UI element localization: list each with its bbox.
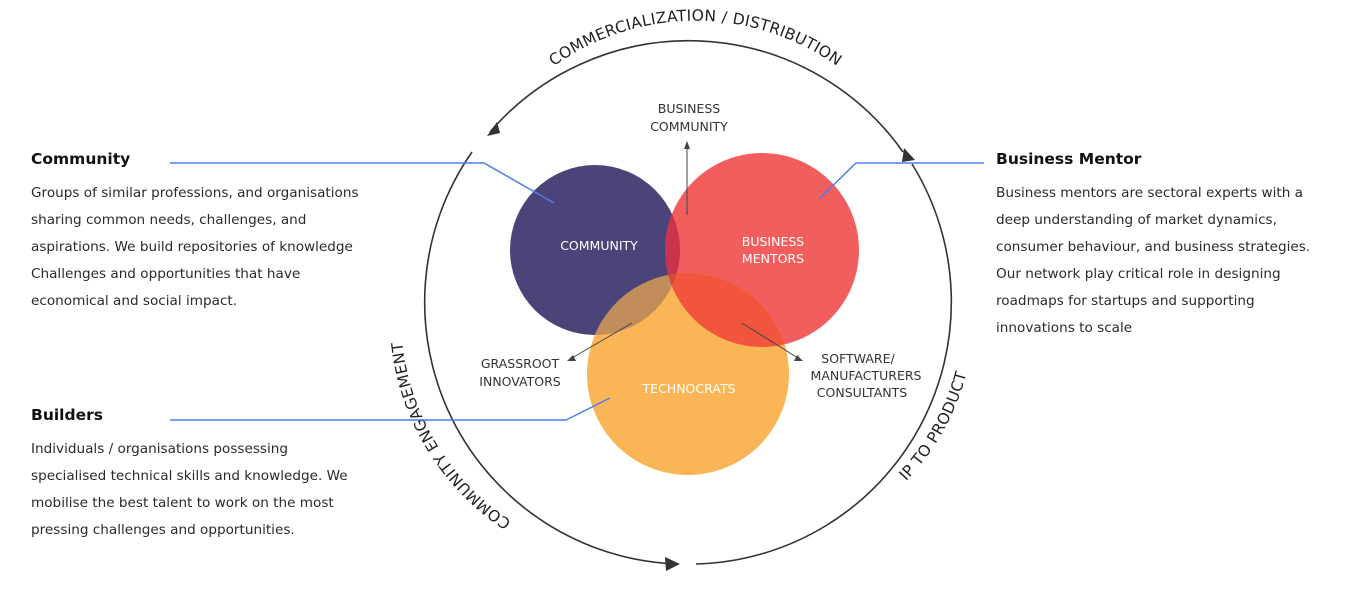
ring-arrowheads bbox=[487, 122, 915, 571]
business-mentor-panel-line-6: innovations to scale bbox=[996, 320, 1133, 336]
business-mentor-panel-line-3: consumer behaviour, and business strateg… bbox=[996, 239, 1311, 255]
arrowhead-right bbox=[902, 148, 915, 162]
intersection-left-line1: GRASSROOT bbox=[481, 356, 560, 371]
business-mentor-panel: Business Mentor Business mentors are sec… bbox=[996, 150, 1351, 342]
ring-arc-left bbox=[423, 151, 677, 565]
outer-ring bbox=[423, 39, 953, 565]
pointer-right-head bbox=[794, 355, 803, 361]
connector-lines bbox=[170, 162, 984, 421]
intersection-top-line1: BUSINESS bbox=[658, 101, 721, 116]
intersection-pointers bbox=[567, 141, 803, 361]
community-panel-line-2: sharing common needs, challenges, and bbox=[31, 212, 307, 228]
intersection-right-line2: MANUFACTURERS bbox=[811, 368, 922, 383]
community-panel-line-3: aspirations. We build repositories of kn… bbox=[31, 239, 353, 255]
arrowhead-top-left bbox=[487, 122, 500, 136]
builders-panel-title: Builders bbox=[31, 406, 103, 424]
business-mentor-panel-line-1: Business mentors are sectoral experts wi… bbox=[996, 185, 1303, 201]
community-panel-title: Community bbox=[31, 150, 131, 168]
ring-arc-top bbox=[489, 39, 904, 153]
intersection-right-line3: CONSULTANTS bbox=[817, 385, 907, 400]
intersection-right-line1: SOFTWARE/ bbox=[821, 351, 895, 366]
arrowhead-bottom bbox=[665, 557, 680, 571]
connector-builders bbox=[170, 397, 611, 421]
mentors-label-line2: MENTORS bbox=[742, 251, 804, 266]
business-mentor-panel-line-2: deep understanding of market dynamics, bbox=[996, 212, 1277, 228]
connector-community bbox=[170, 162, 555, 204]
pointer-left bbox=[571, 322, 633, 359]
connector-mentor bbox=[819, 162, 984, 199]
business-mentor-panel-title: Business Mentor bbox=[996, 150, 1142, 168]
community-panel: Community Groups of similar professions,… bbox=[31, 150, 406, 315]
ring-arc-right bbox=[695, 163, 953, 565]
business-mentor-panel-line-4: Our network play critical role in design… bbox=[996, 266, 1281, 282]
builders-panel-line-1: Individuals / organisations possessing bbox=[31, 441, 289, 457]
community-panel-line-5: economical and social impact. bbox=[31, 293, 238, 309]
builders-panel-line-3: mobilise the best talent to work on the … bbox=[31, 495, 334, 511]
intersection-top-line2: COMMUNITY bbox=[650, 119, 728, 134]
business-mentor-panel-line-5: roadmaps for startups and supporting bbox=[996, 293, 1255, 309]
venn bbox=[510, 153, 859, 475]
builders-panel-line-2: specialised technical skills and knowled… bbox=[31, 468, 348, 484]
mentors-label-line1: BUSINESS bbox=[742, 234, 805, 249]
community-panel-line-1: Groups of similar professions, and organ… bbox=[31, 185, 359, 201]
builders-panel-line-4: pressing challenges and opportunities. bbox=[31, 522, 295, 538]
pointer-right bbox=[741, 322, 799, 359]
community-panel-line-4: Challenges and opportunities that have bbox=[31, 266, 301, 282]
intersection-left-line2: INNOVATORS bbox=[479, 374, 560, 389]
overlap-community-technocrats bbox=[587, 273, 680, 335]
pointer-left-head bbox=[567, 355, 576, 361]
community-label: COMMUNITY bbox=[560, 238, 638, 253]
pointer-top-head bbox=[684, 141, 690, 149]
builders-panel: Builders Individuals / organisations pos… bbox=[31, 406, 401, 544]
technocrats-label: TECHNOCRATS bbox=[642, 381, 736, 396]
overlap-mentors-technocrats bbox=[665, 273, 789, 347]
